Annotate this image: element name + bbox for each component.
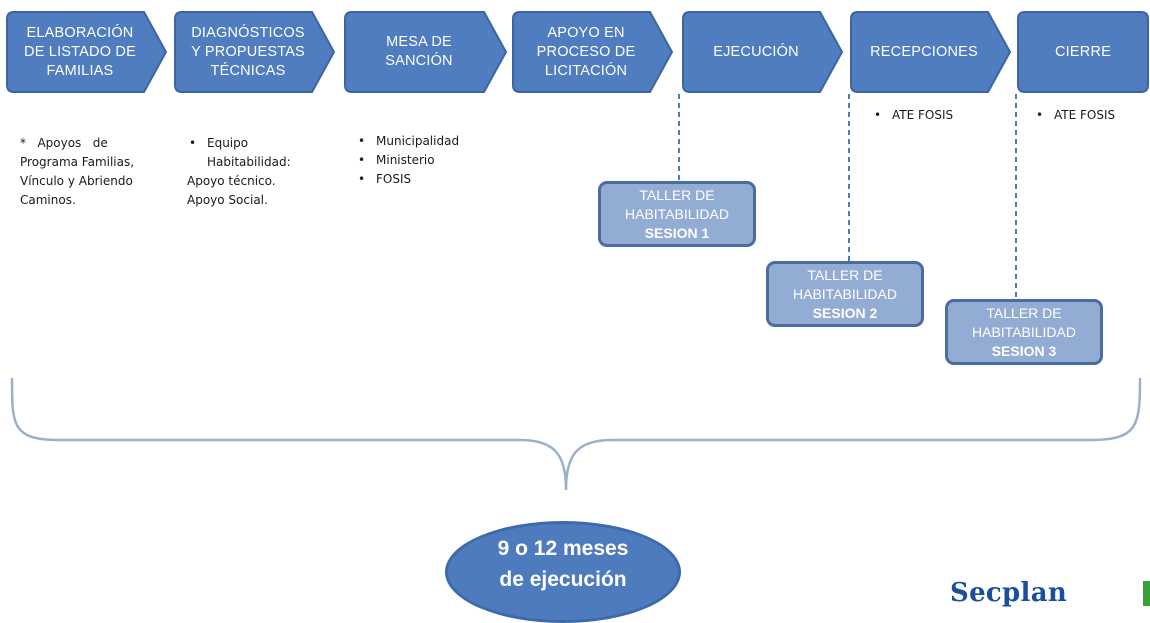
logo-accent-bar: [1143, 581, 1150, 606]
stage-apoyo: APOYO EN PROCESO DE LICITACIÓN: [512, 11, 674, 93]
taller-title: TALLER DE: [986, 304, 1062, 321]
mesa-item: Municipalidad: [356, 132, 459, 151]
stage-recepciones: RECEPCIONES: [850, 11, 1012, 93]
stage-cierre-label: CIERRE: [1055, 43, 1111, 60]
taller-session: SESION 2: [812, 304, 878, 321]
stage-mesa: MESA DE SANCIÓN: [344, 11, 508, 93]
duration-line-1: 9 o 12 meses: [497, 537, 629, 560]
diagnosticos-line-2: Habitabilidad:: [207, 155, 291, 169]
timeline-brace: [10, 377, 1142, 491]
taller-title: HABITABILIDAD: [793, 285, 897, 302]
details-cierre: ATE FOSIS: [1034, 106, 1115, 125]
duration-line-2: de ejecución: [499, 568, 627, 591]
diagnosticos-line-4: Apoyo Social.: [187, 193, 268, 207]
stage-elaboracion: ELABORACIÓN DE LISTADO DE FAMILIAS: [6, 11, 168, 93]
taller-sesion-2: TALLER DE HABITABILIDAD SESION 2: [766, 261, 924, 327]
stage-recepciones-label: RECEPCIONES: [870, 43, 978, 60]
taller-title: HABITABILIDAD: [972, 323, 1076, 340]
stage-cierre-shape: [1017, 11, 1149, 93]
elaboracion-line-1: * Apoyos de: [20, 136, 108, 150]
mesa-item: Ministerio: [356, 151, 459, 170]
stage-diagnosticos-label: DIAGNÓSTICOS Y PROPUESTAS TÉCNICAS: [191, 24, 305, 79]
stage-diagnosticos-shape: [174, 11, 336, 93]
stage-mesa-shape: [344, 11, 508, 93]
stage-ejecucion-shape: [682, 11, 844, 93]
duration-oval: 9 o 12 meses de ejecución: [445, 521, 681, 623]
stage-elaboracion-shape: [6, 11, 168, 93]
elaboracion-line-3: Vínculo y Abriendo: [20, 174, 133, 188]
stage-mesa-label: MESA DE SANCIÓN: [385, 34, 453, 69]
mesa-item: FOSIS: [356, 170, 459, 189]
diagnosticos-line-3: Apoyo técnico.: [187, 174, 276, 188]
details-mesa: Municipalidad Ministerio FOSIS: [356, 132, 459, 189]
stage-recepciones-shape: [850, 11, 1012, 93]
stage-ejecucion-label: EJECUCIÓN: [713, 43, 799, 60]
secplan-logo: Secplan: [950, 578, 1068, 608]
taller-session: SESION 1: [644, 224, 710, 241]
recepciones-item: ATE FOSIS: [872, 106, 953, 125]
stage-elaboracion-label: ELABORACIÓN DE LISTADO DE FAMILIAS: [24, 24, 136, 79]
taller-sesion-1: TALLER DE HABITABILIDAD SESION 1: [598, 181, 756, 247]
taller-sesion-3: TALLER DE HABITABILIDAD SESION 3: [945, 299, 1103, 365]
stage-apoyo-shape: [512, 11, 674, 93]
stage-ejecucion: EJECUCIÓN: [682, 11, 844, 93]
taller-session: SESION 3: [991, 342, 1057, 359]
elaboracion-line-2: Programa Familias,: [20, 155, 135, 169]
diagnosticos-bullet: Equipo: [187, 134, 248, 153]
details-recepciones: ATE FOSIS: [872, 106, 953, 125]
elaboracion-line-4: Caminos.: [20, 193, 76, 207]
stage-cierre: CIERRE: [1017, 11, 1149, 93]
taller-title: HABITABILIDAD: [625, 205, 729, 222]
stage-apoyo-label: APOYO EN PROCESO DE LICITACIÓN: [536, 24, 636, 79]
taller-title: TALLER DE: [639, 186, 715, 203]
cierre-item: ATE FOSIS: [1034, 106, 1115, 125]
taller-title: TALLER DE: [807, 266, 883, 283]
stage-diagnosticos: DIAGNÓSTICOS Y PROPUESTAS TÉCNICAS: [174, 11, 336, 93]
